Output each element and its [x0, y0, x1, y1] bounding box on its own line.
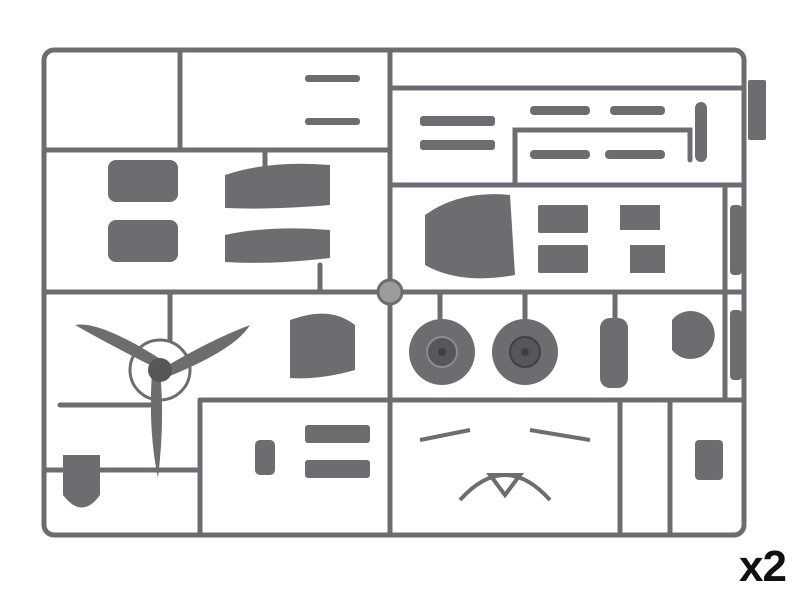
cowl-panel	[225, 228, 330, 263]
quantity-label: x2	[739, 542, 787, 591]
panel	[538, 245, 588, 273]
panel	[630, 245, 665, 273]
propeller	[75, 324, 250, 478]
spinner-part	[672, 311, 715, 359]
panel	[538, 205, 588, 233]
cowling	[425, 194, 515, 279]
canopy-frame	[419, 428, 591, 502]
sprue-hub	[376, 278, 404, 306]
armor-plate	[63, 455, 100, 508]
parts	[63, 75, 766, 508]
wheels	[409, 319, 558, 385]
gear-leg	[600, 318, 628, 388]
cowl-panel	[225, 163, 330, 209]
engine-part	[108, 160, 178, 202]
engine-part	[108, 220, 178, 262]
panel	[620, 205, 660, 230]
cowl-flap	[290, 313, 355, 379]
